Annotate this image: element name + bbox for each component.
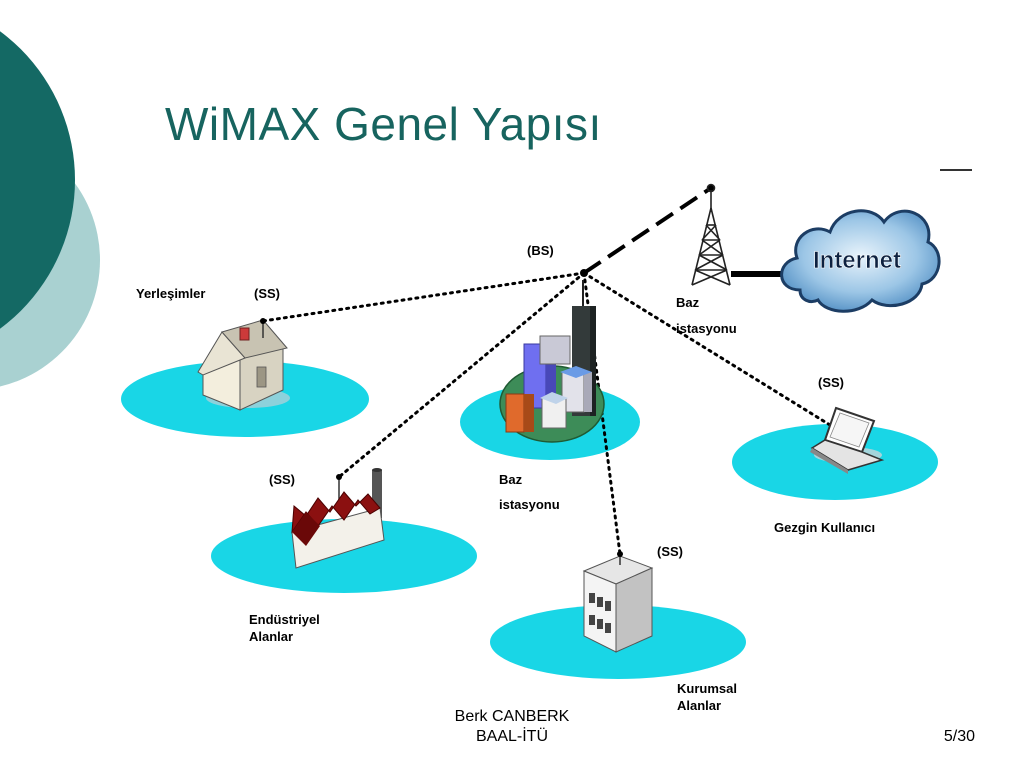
residential-ss-label: (SS) xyxy=(254,286,280,301)
corporate-ss-label: (SS) xyxy=(657,544,683,559)
title-divider xyxy=(940,169,972,171)
radio-tower-icon xyxy=(691,183,731,286)
bs-node xyxy=(580,269,588,277)
corporate-label-line2: Alanlar xyxy=(677,698,722,713)
tower-label-line1: Baz xyxy=(676,295,700,310)
industrial-label-line1: Endüstriyel xyxy=(249,612,320,627)
laptop-icon xyxy=(810,406,885,474)
city-buildings-icon xyxy=(499,280,605,443)
cloud-icon xyxy=(780,209,941,313)
house-icon xyxy=(197,318,290,411)
tower-label-line2: istasyonu xyxy=(676,321,737,336)
mobile-user-label: Gezgin Kullanıcı xyxy=(774,520,876,535)
slide-number: 5/30 xyxy=(943,728,975,745)
residential-title: Yerleşimler xyxy=(136,286,206,301)
coverage-area-industrial xyxy=(211,519,477,593)
decor-dark-circle xyxy=(0,31,75,329)
backhaul-link xyxy=(582,186,713,275)
factory-icon xyxy=(291,468,385,569)
link-industrial xyxy=(337,271,586,479)
internet-connection xyxy=(731,271,793,277)
link-mobile xyxy=(582,271,832,427)
office-building-icon xyxy=(582,551,654,653)
base-station-label-line1: Baz xyxy=(499,472,523,487)
footer-institution: BAAL-İTÜ xyxy=(475,728,548,745)
base-station-label-line2: istasyonu xyxy=(499,497,560,512)
industrial-label-line2: Alanlar xyxy=(249,629,294,644)
footer-author: Berk CANBERK xyxy=(454,708,570,725)
industrial-ss-label: (SS) xyxy=(269,472,295,487)
slide-title: WiMAX Genel Yapısı xyxy=(165,98,602,150)
link-residential xyxy=(261,271,586,323)
internet-label: Internet xyxy=(813,247,901,274)
slide-decoration xyxy=(0,31,100,387)
bs-label: (BS) xyxy=(527,243,554,258)
corporate-label-line1: Kurumsal xyxy=(677,681,737,696)
mobile-ss-label: (SS) xyxy=(818,375,844,390)
